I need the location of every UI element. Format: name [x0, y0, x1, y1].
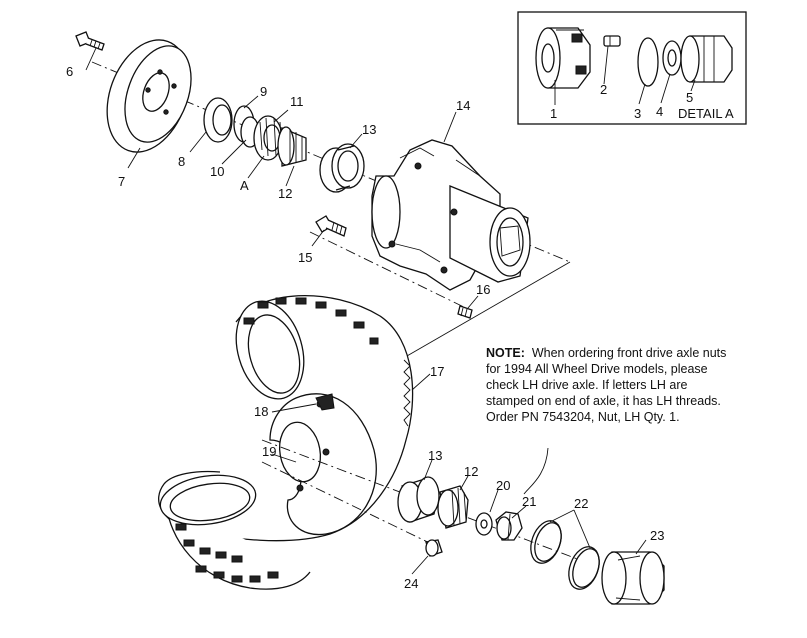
part-12-bearing — [277, 126, 307, 167]
part-14-hub — [371, 139, 531, 291]
callout-9: 9 — [260, 84, 267, 99]
callout-14: 14 — [456, 98, 470, 113]
callout-19: 19 — [262, 444, 276, 459]
part-12-bearing-lower — [437, 485, 469, 529]
detail-a-title: DETAIL A — [678, 106, 734, 121]
callout-10: 10 — [210, 164, 224, 179]
callout-13-upper: 13 — [362, 122, 376, 137]
callout-A: A — [240, 178, 249, 193]
tire-tread-blocks — [175, 297, 379, 583]
callout-17: 17 — [430, 364, 444, 379]
callout-5: 5 — [686, 90, 693, 105]
part-20-washer — [475, 512, 493, 536]
detail-part-3 — [637, 37, 659, 87]
callout-8: 8 — [178, 154, 185, 169]
callout-labels: 1 2 3 4 5 DETAIL A 6 7 8 9 10 11 A 12 13… — [66, 64, 734, 591]
callout-3: 3 — [634, 106, 641, 121]
note-line-2: for 1994 All Wheel Drive models, please — [486, 362, 708, 376]
callout-7: 7 — [118, 174, 125, 189]
part-16-stud — [457, 305, 473, 319]
callout-18: 18 — [254, 404, 268, 419]
callout-13-lower: 13 — [428, 448, 442, 463]
callout-24: 24 — [404, 576, 418, 591]
part-21-axle-nut — [495, 511, 523, 541]
note-line-5: Order PN 7543204, Nut, LH Qty. 1. — [486, 410, 680, 424]
bolt-axis-line — [309, 231, 471, 311]
callout-20: 20 — [496, 478, 510, 493]
part-13-race-lower — [397, 476, 440, 523]
leader-lines — [85, 47, 647, 575]
note-line-4: stamped on end of axle, it has LH thread… — [486, 394, 721, 408]
ordering-note: NOTE: When ordering front drive axle nut… — [486, 345, 786, 425]
note-line-3: check LH drive axle. If letters LH are — [486, 378, 688, 392]
detail-part-2 — [603, 35, 621, 47]
part-13-race-upper — [319, 143, 365, 193]
callout-22: 22 — [574, 496, 588, 511]
callout-23: 23 — [650, 528, 664, 543]
hub-to-wheel-line — [399, 261, 571, 361]
part-22-o-rings — [530, 520, 600, 590]
part-7-brake-disc — [106, 39, 192, 153]
detail-part-5 — [680, 35, 733, 83]
part-24-valve-stem — [425, 539, 443, 557]
part-15-bolt — [315, 215, 347, 237]
part-23-hub-cap — [601, 551, 665, 605]
detail-a-inset — [517, 11, 747, 125]
callout-6: 6 — [66, 64, 73, 79]
callout-4: 4 — [656, 104, 663, 119]
note-text-1: When ordering front drive axle nuts — [531, 346, 727, 360]
note-leader — [523, 447, 549, 495]
callout-1: 1 — [550, 106, 557, 121]
part-6-bolt — [75, 31, 105, 51]
detail-part-4 — [662, 40, 682, 76]
note-heading: NOTE: — [486, 346, 525, 360]
callout-2: 2 — [600, 82, 607, 97]
part-11-bearing-cone — [253, 115, 283, 161]
part-8-seal — [203, 97, 233, 143]
callout-16: 16 — [476, 282, 490, 297]
valve-axis-line — [261, 461, 441, 549]
callout-11: 11 — [290, 94, 304, 109]
part-19-wheel-rim — [269, 393, 377, 536]
callout-21: 21 — [522, 494, 536, 509]
note-line-1: NOTE: When ordering front drive axle nut… — [486, 345, 786, 361]
callout-15: 15 — [298, 250, 312, 265]
detail-part-1 — [535, 27, 591, 89]
callout-12-lower: 12 — [464, 464, 478, 479]
callout-12-upper: 12 — [278, 186, 292, 201]
